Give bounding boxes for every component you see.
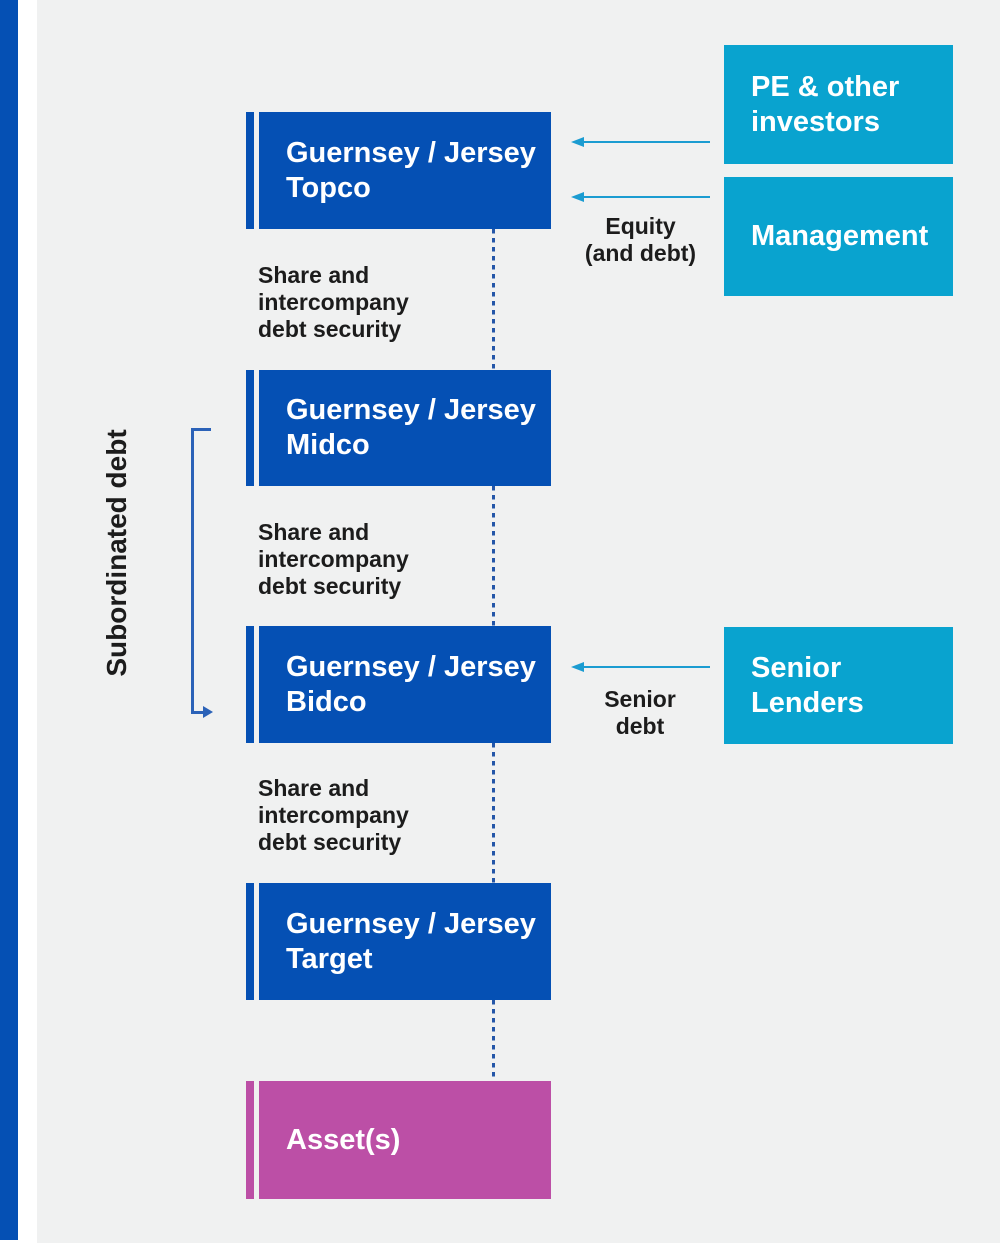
accent-bar-topco [246, 112, 254, 229]
accent-bar-midco [246, 370, 254, 486]
label-senior-debt: Senior debt [604, 686, 676, 739]
connector-target-assets [492, 1000, 495, 1081]
senior-debt-arrow [571, 661, 710, 673]
label-share-security-1: Share and intercompany debt security [258, 262, 409, 342]
connector-midco-bidco [492, 486, 495, 626]
label-subordinated-debt: Subordinated debt [101, 429, 132, 677]
arrow-left-icon [571, 192, 584, 202]
investor-box-management: Management [724, 177, 953, 296]
bracket-top-tick [191, 428, 211, 431]
entity-label-midco: Guernsey / Jersey Midco [286, 394, 536, 461]
accent-bar-target [246, 883, 254, 1000]
entity-label-bidco: Guernsey / Jersey Bidco [286, 650, 536, 718]
entity-box-topco: Guernsey / Jersey Topco [259, 112, 551, 229]
arrow-right-icon [203, 706, 213, 718]
arrow-left-icon [571, 662, 584, 672]
entity-box-midco: Guernsey / Jersey Midco [259, 370, 551, 486]
lender-box-senior: Senior Lenders [724, 627, 953, 744]
connector-topco-midco [492, 229, 495, 370]
arrow-shaft [584, 666, 710, 668]
investor-box-pe: PE & other investors [724, 45, 953, 164]
bracket-vertical-line [191, 428, 194, 714]
entity-box-assets: Asset(s) [259, 1081, 551, 1199]
accent-bar-assets [246, 1081, 254, 1199]
entity-label-target: Guernsey / Jersey Target [286, 907, 536, 975]
entity-label-topco: Guernsey / Jersey Topco [286, 136, 536, 204]
label-share-security-3: Share and intercompany debt security [258, 775, 409, 855]
arrow-shaft [584, 141, 710, 143]
connector-bidco-target [492, 743, 495, 883]
bracket-bottom-shaft [191, 711, 204, 714]
entity-label-assets: Asset(s) [286, 1123, 401, 1156]
equity-arrow-from-pe [571, 136, 710, 148]
entity-box-target: Guernsey / Jersey Target [259, 883, 551, 1000]
entity-box-bidco: Guernsey / Jersey Bidco [259, 626, 551, 743]
left-edge-stripe [0, 0, 18, 1240]
label-equity-and-debt: Equity (and debt) [584, 213, 697, 266]
arrow-shaft [584, 196, 710, 198]
arrow-left-icon [571, 137, 584, 147]
label-share-security-2: Share and intercompany debt security [258, 519, 409, 599]
investor-label-pe: PE & other investors [751, 70, 900, 138]
accent-bar-bidco [246, 626, 254, 743]
investor-label-management: Management [751, 220, 929, 252]
lender-label-senior: Senior Lenders [751, 651, 864, 719]
equity-arrow-from-management [571, 191, 710, 203]
